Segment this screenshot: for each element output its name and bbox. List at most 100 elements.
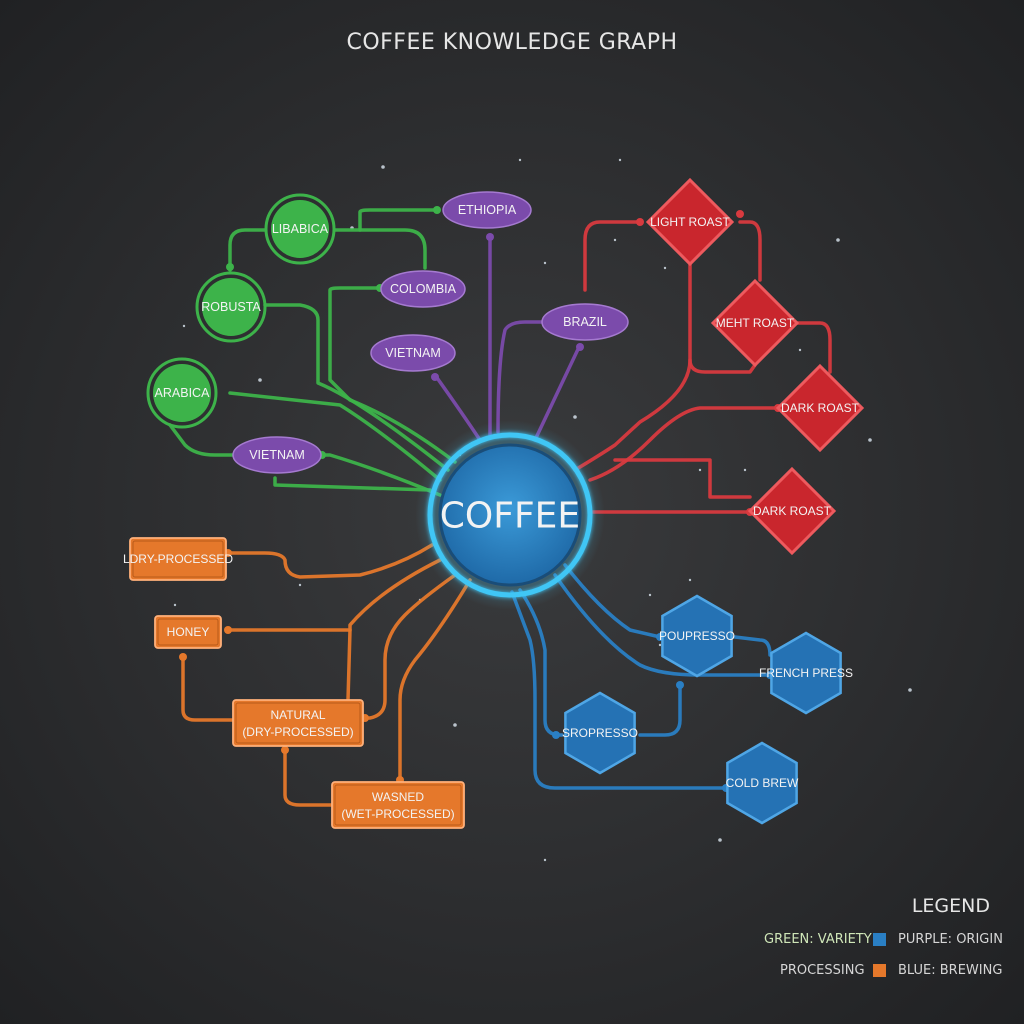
origin-node-shape: [380, 270, 466, 308]
processing-node-inner: [157, 618, 219, 646]
roast-node-shape: [710, 278, 800, 368]
origin-node-brazil[interactable]: BRAZIL: [541, 303, 629, 341]
roast-node-2[interactable]: MEHT ROAST: [710, 278, 800, 368]
processing-node-shape: [129, 537, 227, 581]
processing-node-4[interactable]: WASNED(WET-PROCESSED): [331, 781, 465, 829]
origin-node-colombia[interactable]: COLOMBIA: [380, 270, 466, 308]
edge-light-roast-left: [583, 220, 642, 292]
edge-dot: [676, 681, 684, 689]
edge-libabica-robusta: [228, 228, 267, 272]
node-label: DARK ROAST: [753, 504, 832, 518]
edge-poupresso-french: [733, 635, 772, 657]
edge-dot: [552, 731, 560, 739]
center-node[interactable]: COFFEE: [415, 420, 605, 610]
roast-node-1[interactable]: LIGHT ROAST: [645, 177, 735, 267]
roast-node-shape: [645, 177, 735, 267]
sparkle: [798, 348, 802, 352]
processing-node-shape: [154, 615, 222, 649]
processing-node-2[interactable]: HONEY: [154, 615, 222, 649]
roast-node-shape: [775, 363, 865, 453]
sparkle: [573, 415, 577, 419]
brewing-node-shape: [661, 594, 733, 678]
edge-dot: [576, 343, 584, 351]
node-label: WASNED: [372, 790, 425, 804]
sparkle: [173, 603, 177, 607]
roast-node-3[interactable]: DARK ROAST: [775, 363, 865, 453]
variety-node-circle: [202, 278, 260, 336]
variety-node-robusta[interactable]: ROBUSTA: [195, 271, 267, 343]
sparkle: [718, 838, 722, 842]
sparkle: [298, 583, 302, 587]
edge-libabica-colombia: [333, 228, 427, 270]
brewing-node-4[interactable]: COLD BREW: [726, 741, 799, 825]
brewing-node-3[interactable]: SROPRESSO: [562, 691, 638, 775]
edge-honey: [226, 558, 442, 632]
center-outer-ring: [427, 432, 593, 598]
brewing-node-1[interactable]: POUPRESSO: [659, 594, 735, 678]
background-sparkles: [173, 158, 912, 862]
roast-node-4[interactable]: DARK ROAST: [747, 466, 837, 556]
legend-label-processing: PROCESSING: [780, 963, 865, 978]
node-label: LIBABICA: [272, 222, 329, 236]
edge-vietnam-lower-2: [273, 476, 432, 492]
edge-light-roast: [573, 258, 692, 472]
node-label: LDRY-PROCESSED: [123, 552, 233, 566]
edge-dark-roast-3: [613, 458, 752, 499]
origin-node-ethiopia[interactable]: ETHIOPIA: [442, 191, 532, 229]
node-label: DARK ROAST: [781, 401, 860, 415]
processing-node-shape: [331, 781, 465, 829]
edge-mid-dark: [793, 321, 832, 374]
node-label: HONEY: [167, 625, 210, 639]
origin-node-shape: [442, 191, 532, 229]
legend-item-variety: GREEN: VARIETY: [764, 932, 872, 947]
variety-node-arabica[interactable]: ARABICA: [146, 357, 218, 429]
processing-node-1[interactable]: LDRY-PROCESSED: [123, 537, 233, 581]
processing-node-3[interactable]: NATURAL(DRY-PROCESSED): [232, 699, 364, 747]
edge-libabica-ethiopia: [358, 208, 439, 232]
variety-node-circle: [153, 364, 211, 422]
origin-node-shape: [370, 334, 456, 372]
node-label: LIGHT ROAST: [650, 215, 730, 229]
edge-dot: [433, 206, 441, 214]
processing-node-inner: [235, 702, 361, 744]
origin-node-shape: [541, 303, 629, 341]
origin-node-vietnam[interactable]: VIETNAM: [370, 334, 456, 372]
page-title: COFFEE KNOWLEDGE GRAPH: [346, 30, 678, 55]
origin-node-vietnam[interactable]: VIETNAM: [232, 436, 322, 474]
edge-french-press: [553, 573, 772, 677]
sparkle: [648, 593, 652, 597]
edge-arabica: [228, 391, 442, 482]
node-label: FRENCH PRESS: [759, 666, 853, 680]
edge-brazil-2: [533, 343, 582, 442]
edge-dark-roast-1: [588, 406, 780, 482]
legend-item-processing: PROCESSING: [780, 963, 865, 978]
processing-node-inner: [334, 784, 462, 826]
node-label: (DRY-PROCESSED): [242, 725, 353, 739]
sparkle: [453, 723, 457, 727]
edge-dot: [736, 210, 744, 218]
brewing-node-2[interactable]: FRENCH PRESS: [759, 631, 853, 715]
node-label: ARABICA: [155, 386, 211, 400]
edge-dot: [486, 233, 494, 241]
edge-honey-down: [181, 653, 235, 722]
sparkle: [688, 578, 692, 582]
sparkle: [868, 438, 872, 442]
node-label: COLOMBIA: [390, 282, 457, 296]
edge-cold-brew: [510, 590, 728, 790]
sparkle: [258, 378, 262, 382]
sparkle: [698, 468, 702, 472]
brewing-node-shape: [564, 691, 636, 775]
node-label: COLD BREW: [726, 776, 799, 790]
sparkle: [836, 238, 840, 242]
sparkle: [743, 468, 747, 472]
sparkle: [618, 158, 622, 162]
sparkle: [518, 158, 522, 162]
variety-node-libabica[interactable]: LIBABICA: [264, 193, 336, 265]
edge-ldry: [226, 543, 434, 579]
roast-node-shape: [747, 466, 837, 556]
edge-sropresso: [518, 588, 564, 737]
edge-dot: [226, 263, 234, 271]
center-circle: [438, 443, 582, 587]
edge-dot: [281, 746, 289, 754]
node-label: MEHT ROAST: [716, 316, 795, 330]
